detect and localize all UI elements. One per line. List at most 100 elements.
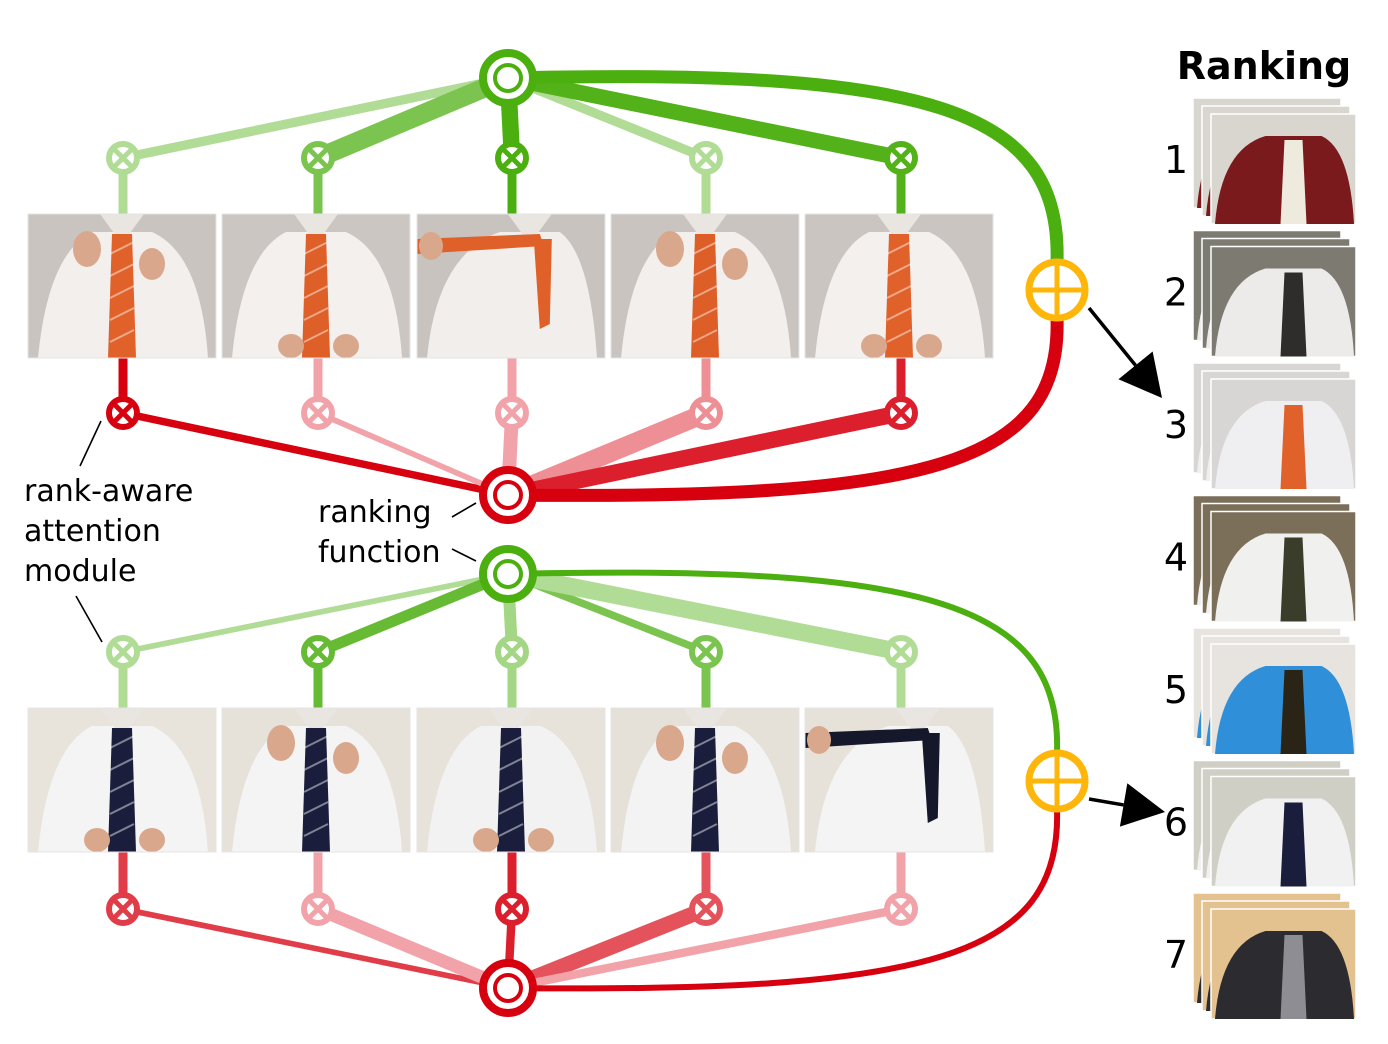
multiply-cross-stroke [308, 899, 328, 919]
hand-shape [278, 334, 304, 358]
tie-stripe [498, 801, 524, 815]
tie-shape [691, 728, 719, 852]
annotation-leader-line [451, 548, 477, 562]
positive-weight-edge [314, 69, 512, 167]
hand-shape [861, 334, 887, 358]
tie-stripe [303, 285, 329, 299]
multiply-cross-stroke [308, 642, 328, 662]
frames-layer [27, 213, 994, 853]
tie-stripe [886, 307, 912, 321]
negative-attention-node [301, 396, 335, 430]
hand-shape [139, 828, 165, 852]
frame-image [417, 708, 605, 852]
frame-border [27, 213, 217, 359]
negative-weight-edge [315, 903, 511, 994]
ranking-function-inner-ring [493, 559, 523, 589]
multiply-cross-stroke [502, 148, 522, 168]
frame-image [28, 214, 216, 358]
attention-annotation: rank-aware attention module [24, 420, 193, 643]
tie-stripe [109, 779, 135, 793]
multiply-cross-stroke [502, 642, 522, 662]
hand-shape [916, 334, 942, 358]
ranking-thumbnail [1210, 510, 1357, 623]
video-frame-4 [610, 707, 800, 853]
negative-to-fusion-curve [507, 808, 1061, 992]
video-frame-1 [27, 213, 217, 359]
tie-stripe [498, 735, 524, 749]
negative-attention-node [884, 892, 918, 926]
arrows-layer [1087, 306, 1165, 827]
ranking-thumbnail [1210, 378, 1357, 490]
ranking-title: Ranking [1177, 44, 1352, 88]
ranking-item-6: 6 [1164, 759, 1357, 888]
rank-arrow-shaft [1087, 306, 1137, 367]
frame-border [804, 707, 994, 853]
hand-shape [267, 725, 295, 761]
hand-shape [656, 725, 684, 761]
tie-stripe [109, 329, 135, 343]
frame-image [805, 214, 993, 358]
annotation-line: module [24, 554, 136, 589]
tie-stripe [303, 329, 329, 343]
thumbnail-tie [1280, 670, 1307, 754]
positive-attention-node [884, 635, 918, 669]
collar-shape [507, 214, 552, 244]
tie-stripe [498, 757, 524, 771]
tie-stripe [303, 779, 329, 793]
positive-attention-node [301, 635, 335, 669]
positive-ranking-function-node [479, 545, 537, 603]
video-frame-3 [416, 213, 606, 359]
tie-shape [302, 728, 330, 852]
tie-stripe [303, 263, 329, 277]
tie-stripe [303, 757, 329, 771]
tie-stripe [692, 801, 718, 815]
multiply-cross-stroke [891, 148, 911, 168]
negative-attention-node [301, 892, 335, 926]
ranking-thumbnail [1210, 775, 1357, 888]
tie-stripe [109, 823, 135, 837]
hand-shape [656, 231, 684, 267]
negative-weight-edge [122, 409, 509, 499]
positive-attention-node [689, 635, 723, 669]
frame-border [416, 707, 606, 853]
hand-shape [419, 232, 443, 260]
multiply-cross-stroke [891, 642, 911, 662]
negative-ranking-function-node [479, 959, 537, 1017]
rank-arrow-head [1118, 351, 1162, 398]
tie-shape [885, 234, 913, 358]
multiply-cross-stroke [308, 148, 328, 168]
frame-border [221, 707, 411, 853]
frame-image [611, 708, 799, 852]
tie-stripe [303, 801, 329, 815]
tie-stripe [109, 241, 135, 255]
multiply-cross-stroke [113, 899, 133, 919]
annotation-line: rank-aware [24, 474, 193, 509]
frame-border [416, 213, 606, 359]
negative-attention-node [106, 396, 140, 430]
frame-border [610, 213, 800, 359]
frame-image [28, 708, 216, 852]
positive-attention-node [689, 141, 723, 175]
tie-stripe [692, 241, 718, 255]
multiply-cross-stroke [308, 403, 328, 423]
collar-shape [877, 214, 921, 244]
positive-weight-edge [506, 565, 903, 661]
ranking-function-annotation: ranking function [318, 495, 477, 570]
rank-number: 4 [1164, 536, 1188, 580]
ranking-item-3: 3 [1164, 362, 1357, 490]
tie-stripe [692, 735, 718, 749]
hand-shape [528, 828, 554, 852]
annotation-leader-line [75, 595, 103, 643]
negative-weight-edge [507, 904, 902, 993]
collar-shape [294, 708, 338, 738]
ranking-item-7: 7 [1164, 892, 1357, 1020]
frame-border [804, 213, 994, 359]
frame-border [27, 707, 217, 853]
collar-shape [100, 214, 144, 244]
multiply-cross-stroke [502, 899, 522, 919]
collar-shape [100, 708, 144, 738]
tie-shape [108, 234, 136, 358]
multiply-cross-stroke [113, 148, 133, 168]
